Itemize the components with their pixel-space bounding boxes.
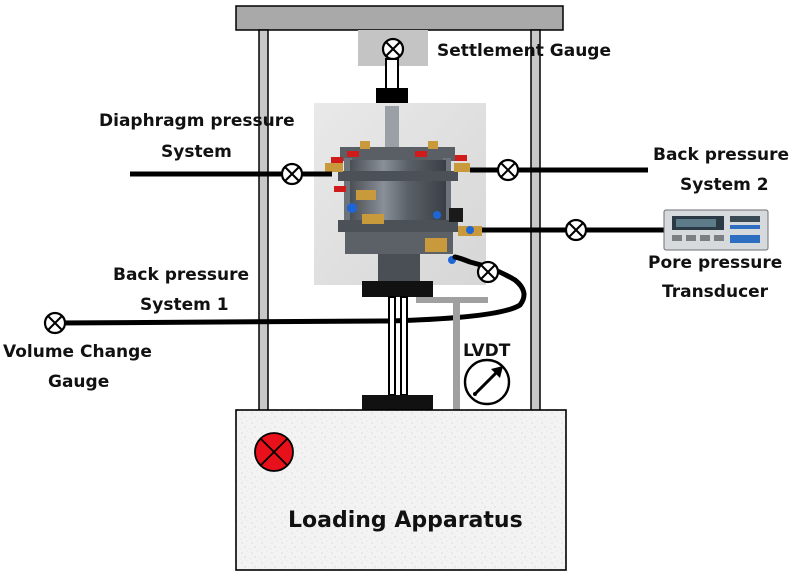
valve-icon[interactable] <box>381 37 405 61</box>
lvdt-label: LVDT <box>463 341 511 361</box>
settlement-rod <box>385 58 399 90</box>
loading-rod-right <box>400 296 408 396</box>
volume-change-label-line1: Volume Change <box>3 342 152 362</box>
valve-icon[interactable] <box>496 158 520 182</box>
back-pressure-2-label-line1: Back pressure <box>653 145 789 165</box>
back-pressure-1-label-line2: System 1 <box>140 295 229 315</box>
loading-apparatus-label: Loading Apparatus <box>288 508 523 533</box>
pore-pressure-transducer-device <box>663 209 769 251</box>
top-plate <box>235 5 564 31</box>
back-pressure-1-label-line1: Back pressure <box>113 265 249 285</box>
valve-icon[interactable] <box>476 260 500 284</box>
pore-pressure-label-line2: Transducer <box>662 282 769 302</box>
valve-icon[interactable] <box>280 162 304 186</box>
bottom-loading-platen <box>362 395 433 411</box>
valve-icon[interactable] <box>43 311 67 335</box>
loading-apparatus-base <box>235 409 567 571</box>
back-pressure-2-label-line2: System 2 <box>680 175 769 195</box>
volume-change-label-line2: Gauge <box>48 372 109 392</box>
triaxial-cell <box>314 103 486 285</box>
top-loading-platen <box>362 281 433 297</box>
settlement-gauge-label: Settlement Gauge <box>437 41 611 61</box>
gauge-icon[interactable] <box>463 358 511 406</box>
frame-column-right <box>530 29 541 413</box>
loading-rod-left <box>388 296 396 396</box>
diaphragm-label-line1: Diaphragm pressure <box>99 111 295 131</box>
settlement-rod-clamp <box>376 88 408 106</box>
diaphragm-label-line2: System <box>161 142 232 162</box>
red-valve-icon[interactable] <box>254 432 294 472</box>
pore-pressure-label-line1: Pore pressure <box>648 253 782 273</box>
frame-column-left <box>258 29 269 413</box>
back-pressure-1-tube <box>52 254 527 326</box>
lvdt-bar-vertical <box>453 297 460 411</box>
valve-icon[interactable] <box>564 218 588 242</box>
lvdt-bar-horizontal <box>416 297 488 303</box>
